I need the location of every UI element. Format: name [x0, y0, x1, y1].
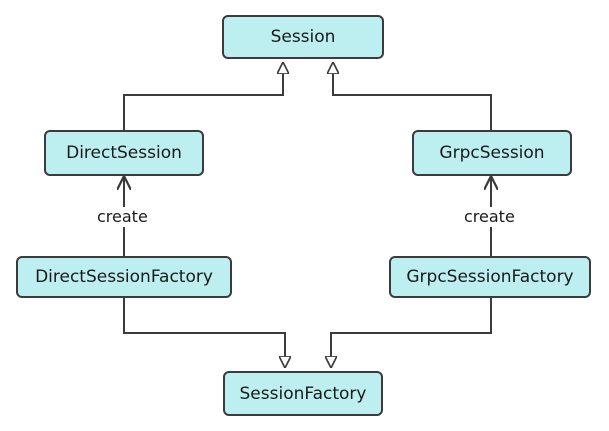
grpc-session-class-box[interactable]: GrpcSession	[412, 130, 572, 176]
grpc-session-class-name: GrpcSession	[439, 143, 545, 163]
session-class-name: Session	[270, 27, 336, 47]
create-label-right: create	[462, 207, 517, 227]
inheritance-direct-to-session	[123, 62, 283, 130]
grpc-session-factory-class-box[interactable]: GrpcSessionFactory	[389, 256, 591, 298]
create-label-left: create	[95, 207, 150, 227]
session-factory-class-box[interactable]: SessionFactory	[223, 371, 383, 416]
session-class-box[interactable]: Session	[222, 15, 384, 59]
inheritance-directfactory-to-sessionfactory	[123, 298, 285, 368]
direct-session-factory-class-box[interactable]: DirectSessionFactory	[16, 256, 232, 298]
session-factory-class-name: SessionFactory	[239, 383, 367, 404]
grpc-session-factory-class-name: GrpcSessionFactory	[406, 267, 574, 287]
inheritance-grpc-to-session	[333, 62, 492, 130]
direct-session-class-box[interactable]: DirectSession	[44, 130, 204, 176]
direct-session-factory-class-name: DirectSessionFactory	[35, 267, 213, 287]
inheritance-grpcfactory-to-sessionfactory	[331, 298, 492, 368]
direct-session-class-name: DirectSession	[66, 143, 182, 163]
